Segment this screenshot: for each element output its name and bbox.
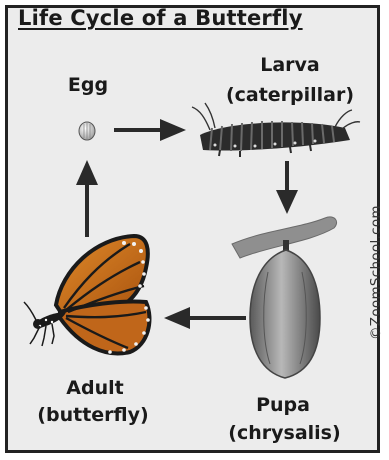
pupa-label: Pupa xyxy=(228,392,338,418)
caterpillar-icon xyxy=(192,103,360,157)
larva-label: Larva xyxy=(200,52,380,78)
adult-sublabel: (butterfly) xyxy=(18,402,168,428)
arrow-adult-to-egg xyxy=(76,160,98,237)
butterfly-icon xyxy=(24,236,150,354)
larva-sublabel: (caterpillar) xyxy=(195,82,385,108)
watermark: ©ZoomSchool.com xyxy=(368,205,384,340)
pupa-sublabel: (chrysalis) xyxy=(212,420,357,446)
chrysalis-icon xyxy=(232,217,337,378)
arrow-larva-to-pupa xyxy=(276,161,298,214)
arrow-egg-to-larva xyxy=(114,119,186,141)
adult-label: Adult xyxy=(40,375,150,401)
egg-icon xyxy=(79,122,95,140)
egg-label: Egg xyxy=(48,72,128,98)
arrow-pupa-to-adult xyxy=(164,307,246,329)
